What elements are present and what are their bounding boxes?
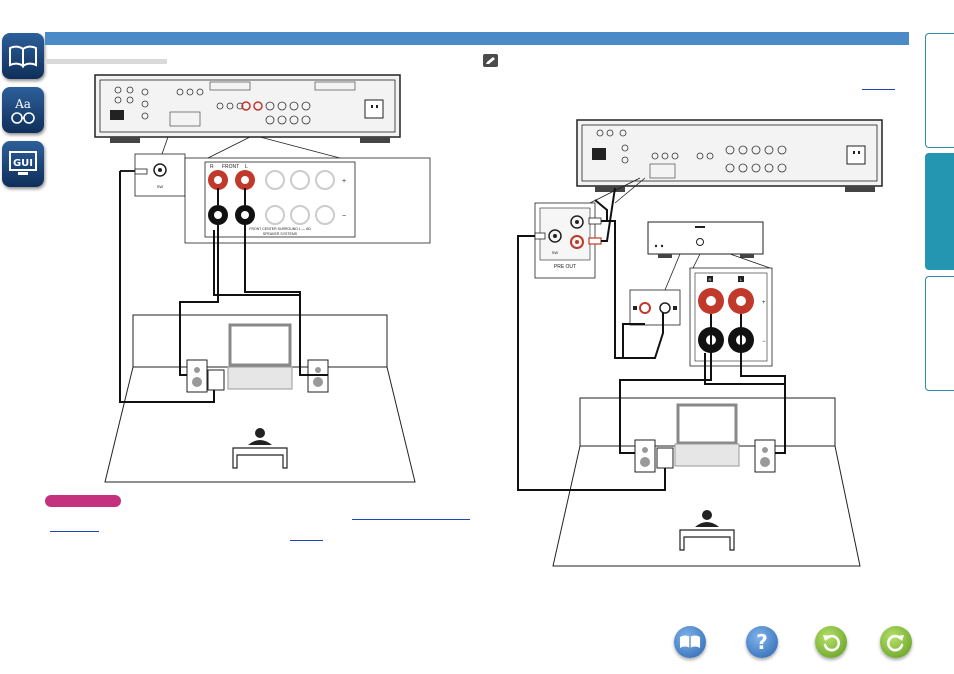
aa-text-icon: Aa: [11, 97, 35, 124]
sw-label: SW: [157, 184, 164, 189]
preout-jacks-callout: SW PRE OUT: [534, 202, 596, 279]
right-connection-diagram: SW PRE OUT R: [517, 119, 883, 567]
amp-l-label: L: [740, 277, 743, 282]
minus-sign: −: [342, 213, 346, 220]
left-connection-diagram: SW R FRONT L + − FRONT CENTER SURROUND L…: [94, 74, 431, 483]
open-book-icon: [9, 45, 37, 68]
amp-plus-sign: +: [762, 300, 766, 306]
section-header-bar: [45, 32, 909, 45]
help-glyph: ?: [756, 630, 768, 654]
front-r-label: R: [210, 164, 214, 170]
front-speaker-right-right: [754, 439, 776, 473]
reference-link-3[interactable]: [290, 540, 323, 541]
undo-arrow-icon: [823, 634, 840, 652]
subwoofer-right: [656, 447, 674, 469]
terminal-footer: SPEAKER SYSTEMS: [263, 232, 298, 236]
sw-jack-callout: SW: [134, 153, 186, 197]
front-l-label: L: [245, 164, 248, 170]
speaker-terminals-callout: R FRONT L + − FRONT CENTER SURROUND L — …: [184, 157, 431, 244]
subwoofer: [207, 369, 225, 391]
contents-button[interactable]: [2, 33, 44, 79]
help-nav-button[interactable]: ?: [746, 626, 778, 658]
amp-minus-sign: −: [762, 339, 766, 345]
reference-link-1[interactable]: [352, 519, 470, 520]
gui-monitor-icon: GUI: [9, 151, 37, 175]
power-amplifier: [647, 221, 764, 258]
back-nav-button[interactable]: [815, 626, 847, 658]
plus-sign: +: [342, 178, 346, 185]
forward-nav-button[interactable]: [880, 626, 912, 658]
amp-input-callout: [629, 289, 681, 326]
svg-text:Aa: Aa: [14, 97, 31, 111]
front-label: FRONT: [222, 164, 239, 170]
note-label-pill: [45, 495, 121, 507]
reference-link-2[interactable]: [50, 531, 99, 532]
gui-button[interactable]: GUI: [2, 141, 44, 187]
preout-label: PRE OUT: [554, 264, 576, 270]
page-reference-link[interactable]: [862, 89, 895, 90]
amp-speaker-terminals: R L + −: [689, 267, 773, 367]
subheading-underline: [45, 59, 167, 64]
tab-connections-active[interactable]: [925, 153, 954, 270]
receiver-rear-panel-right: [576, 119, 883, 192]
gui-label: GUI: [13, 158, 33, 169]
receiver-rear-panel: [94, 74, 401, 143]
redo-arrow-icon: [887, 634, 904, 652]
index-button[interactable]: Aa: [2, 87, 44, 133]
preout-sw-label: SW: [552, 250, 559, 255]
tab-playback[interactable]: [925, 276, 954, 391]
amp-r-label: R: [709, 277, 712, 282]
tab-getting-started[interactable]: [925, 33, 954, 148]
contents-nav-button[interactable]: [674, 626, 706, 658]
front-speaker-left-right: [634, 439, 656, 473]
listener-seat-right: [679, 510, 735, 551]
book-icon: [680, 635, 700, 648]
front-speaker-left: [186, 359, 208, 393]
pencil-icon: [483, 54, 498, 67]
terminal-caption: FRONT CENTER SURROUND L — 6Ω: [249, 227, 311, 231]
listener-seat: [232, 428, 288, 469]
